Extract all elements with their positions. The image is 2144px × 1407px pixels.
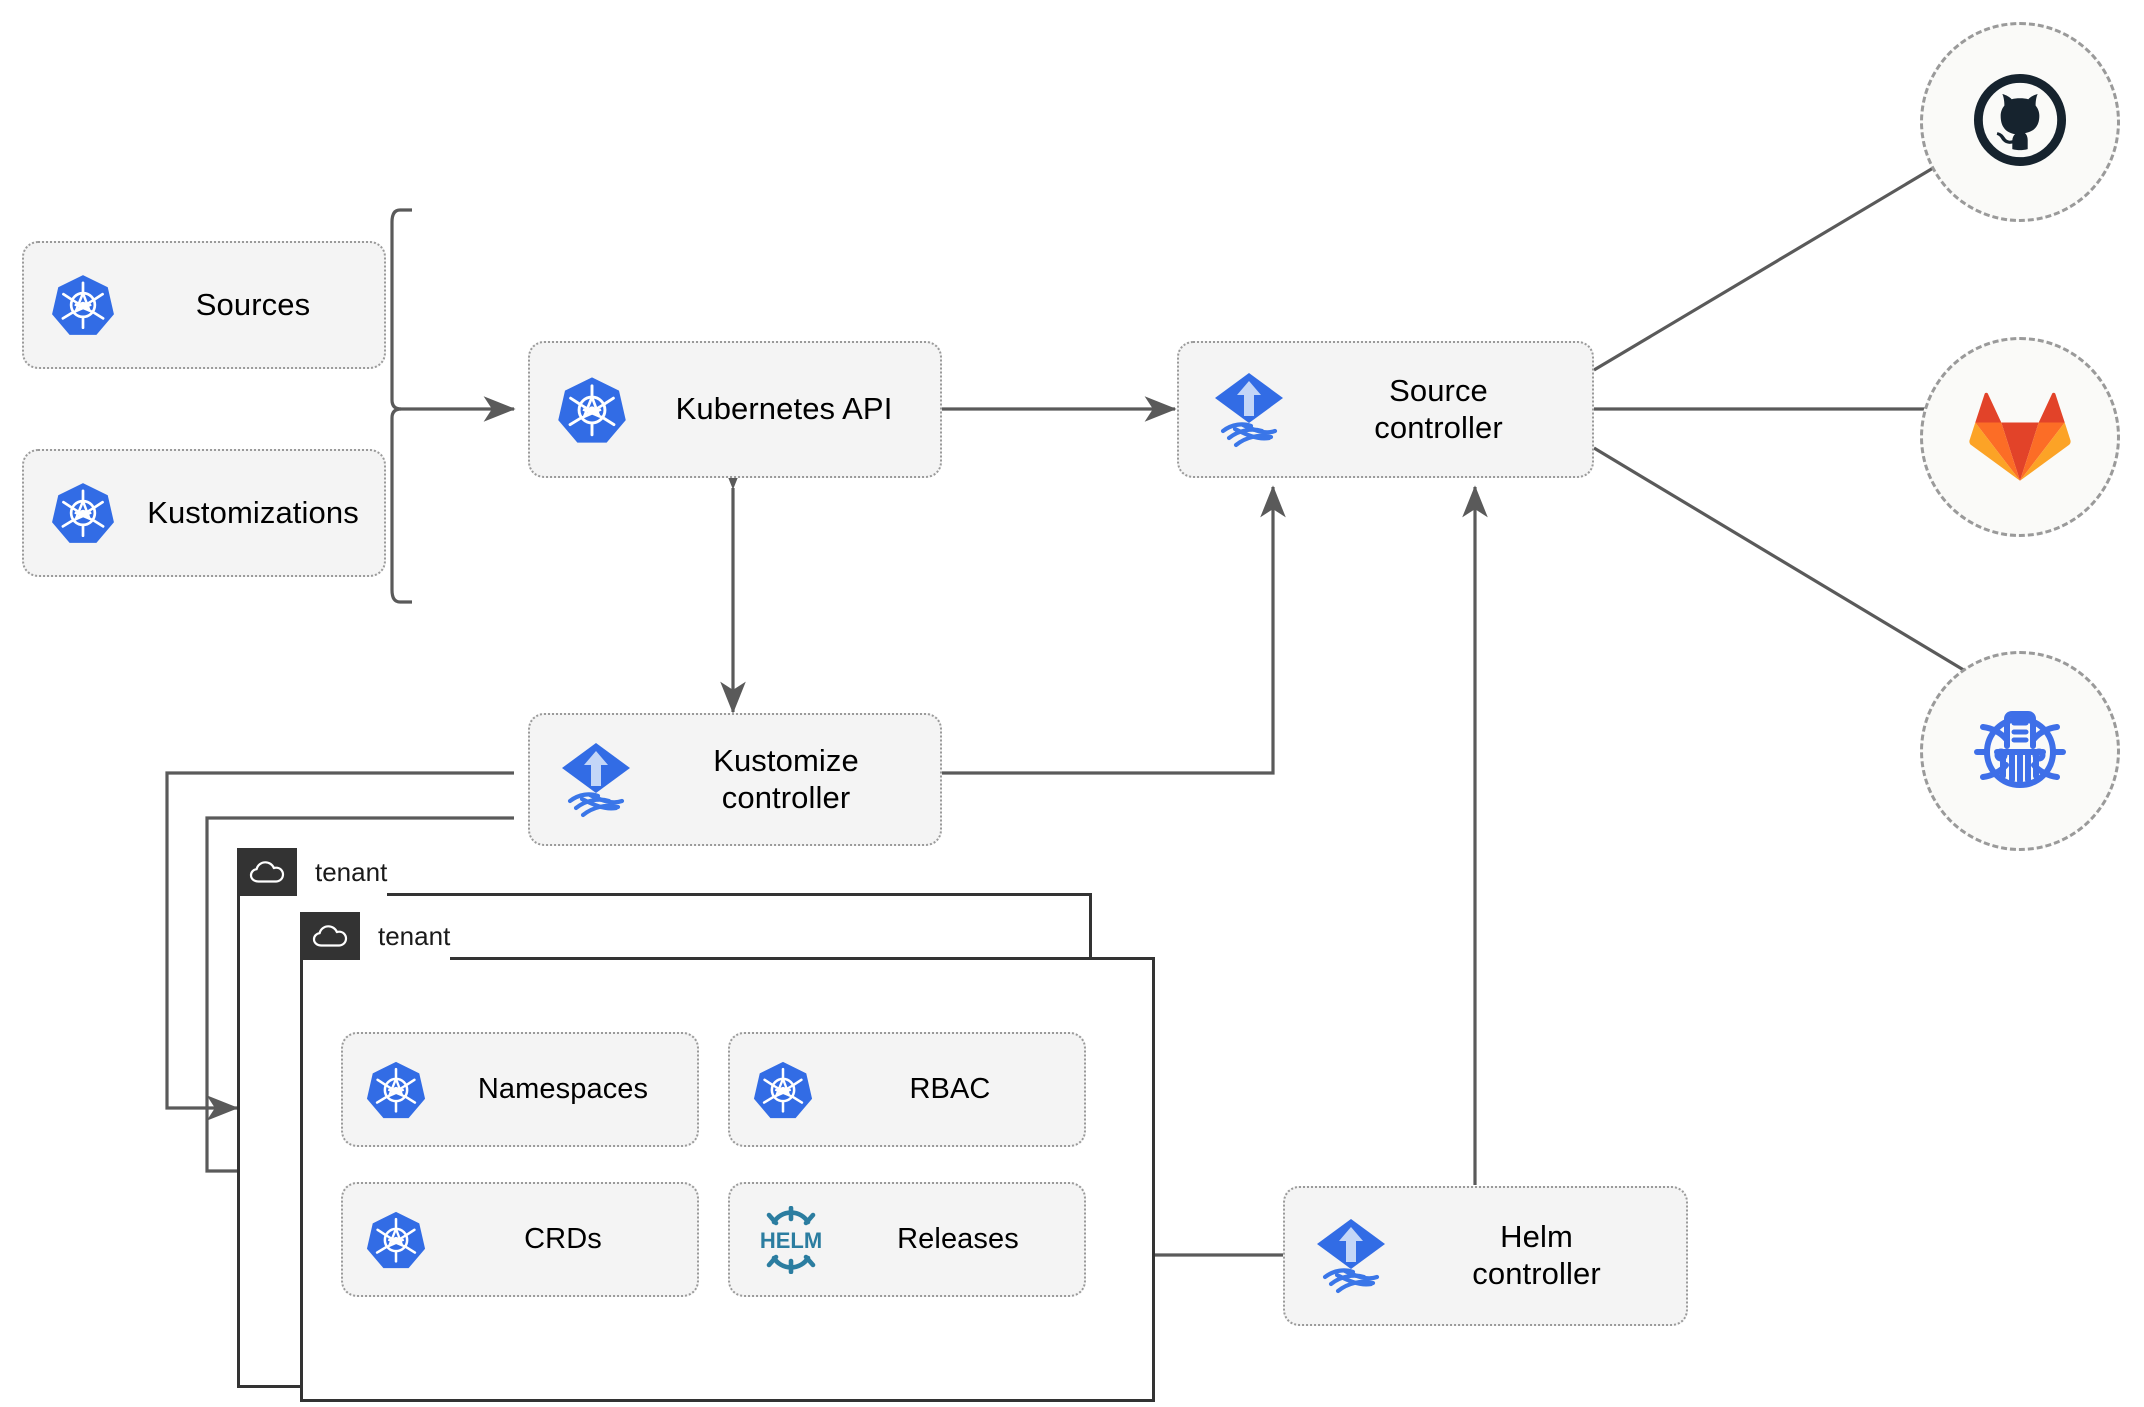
provider-helm-repository[interactable] [1920,651,2120,851]
node-crds[interactable]: CRDs [341,1182,699,1297]
flux-icon [1179,369,1293,451]
node-kubernetes-api[interactable]: Kubernetes API [528,341,942,478]
node-rbac[interactable]: RBAC [728,1032,1086,1147]
node-kustomize-controller[interactable]: Kustomize controller [528,713,942,846]
flux-icon [1285,1215,1395,1297]
kubernetes-icon [24,272,130,338]
tenant-header-inner: tenant [300,912,451,960]
kubernetes-icon [343,1059,437,1121]
flux-icon [530,739,640,821]
cloud-icon [237,848,297,896]
provider-gitlab[interactable] [1920,337,2120,537]
helm-icon: HELM [730,1205,840,1274]
kubernetes-icon [24,480,130,546]
bracket-joint-bottom [390,407,402,419]
provider-github[interactable] [1920,22,2120,222]
tenant-label: tenant [297,848,388,896]
bracket-joint-top [390,399,414,411]
cloud-icon [300,912,360,960]
node-label: Kustomizations [147,494,359,530]
svg-text:HELM: HELM [760,1228,822,1253]
github-icon [1968,68,2072,177]
node-label: Releases [897,1223,1019,1256]
gitlab-icon [1968,385,2072,490]
node-helm-controller[interactable]: Helm controller [1283,1186,1688,1326]
tenant-header-outer: tenant [237,848,388,896]
node-sources[interactable]: Sources [22,241,386,369]
kubernetes-icon [730,1059,824,1121]
node-label: Sources [195,286,311,322]
node-label: Namespaces [477,1073,649,1106]
kubernetes-icon [343,1209,437,1271]
node-label: Helm controller [1472,1219,1601,1291]
node-label: Kubernetes API [675,391,893,427]
kubernetes-icon [530,374,636,446]
edge-kustomize-source [942,485,1286,775]
tenant-label: tenant [360,912,451,960]
tenant-frame-inner: tenant [300,912,1155,1402]
node-label: CRDs [524,1223,602,1256]
node-label: RBAC [909,1073,991,1106]
node-releases[interactable]: HELM Releases [728,1182,1086,1297]
node-source-controller[interactable]: Source controller [1177,341,1594,478]
node-label: Kustomize controller [713,742,859,815]
bracket-top [390,208,412,400]
helm-repository-icon [1965,694,2075,809]
bracket-bottom [390,418,412,604]
node-label: Source controller [1374,372,1503,445]
node-kustomizations[interactable]: Kustomizations [22,449,386,577]
node-namespaces[interactable]: Namespaces [341,1032,699,1147]
